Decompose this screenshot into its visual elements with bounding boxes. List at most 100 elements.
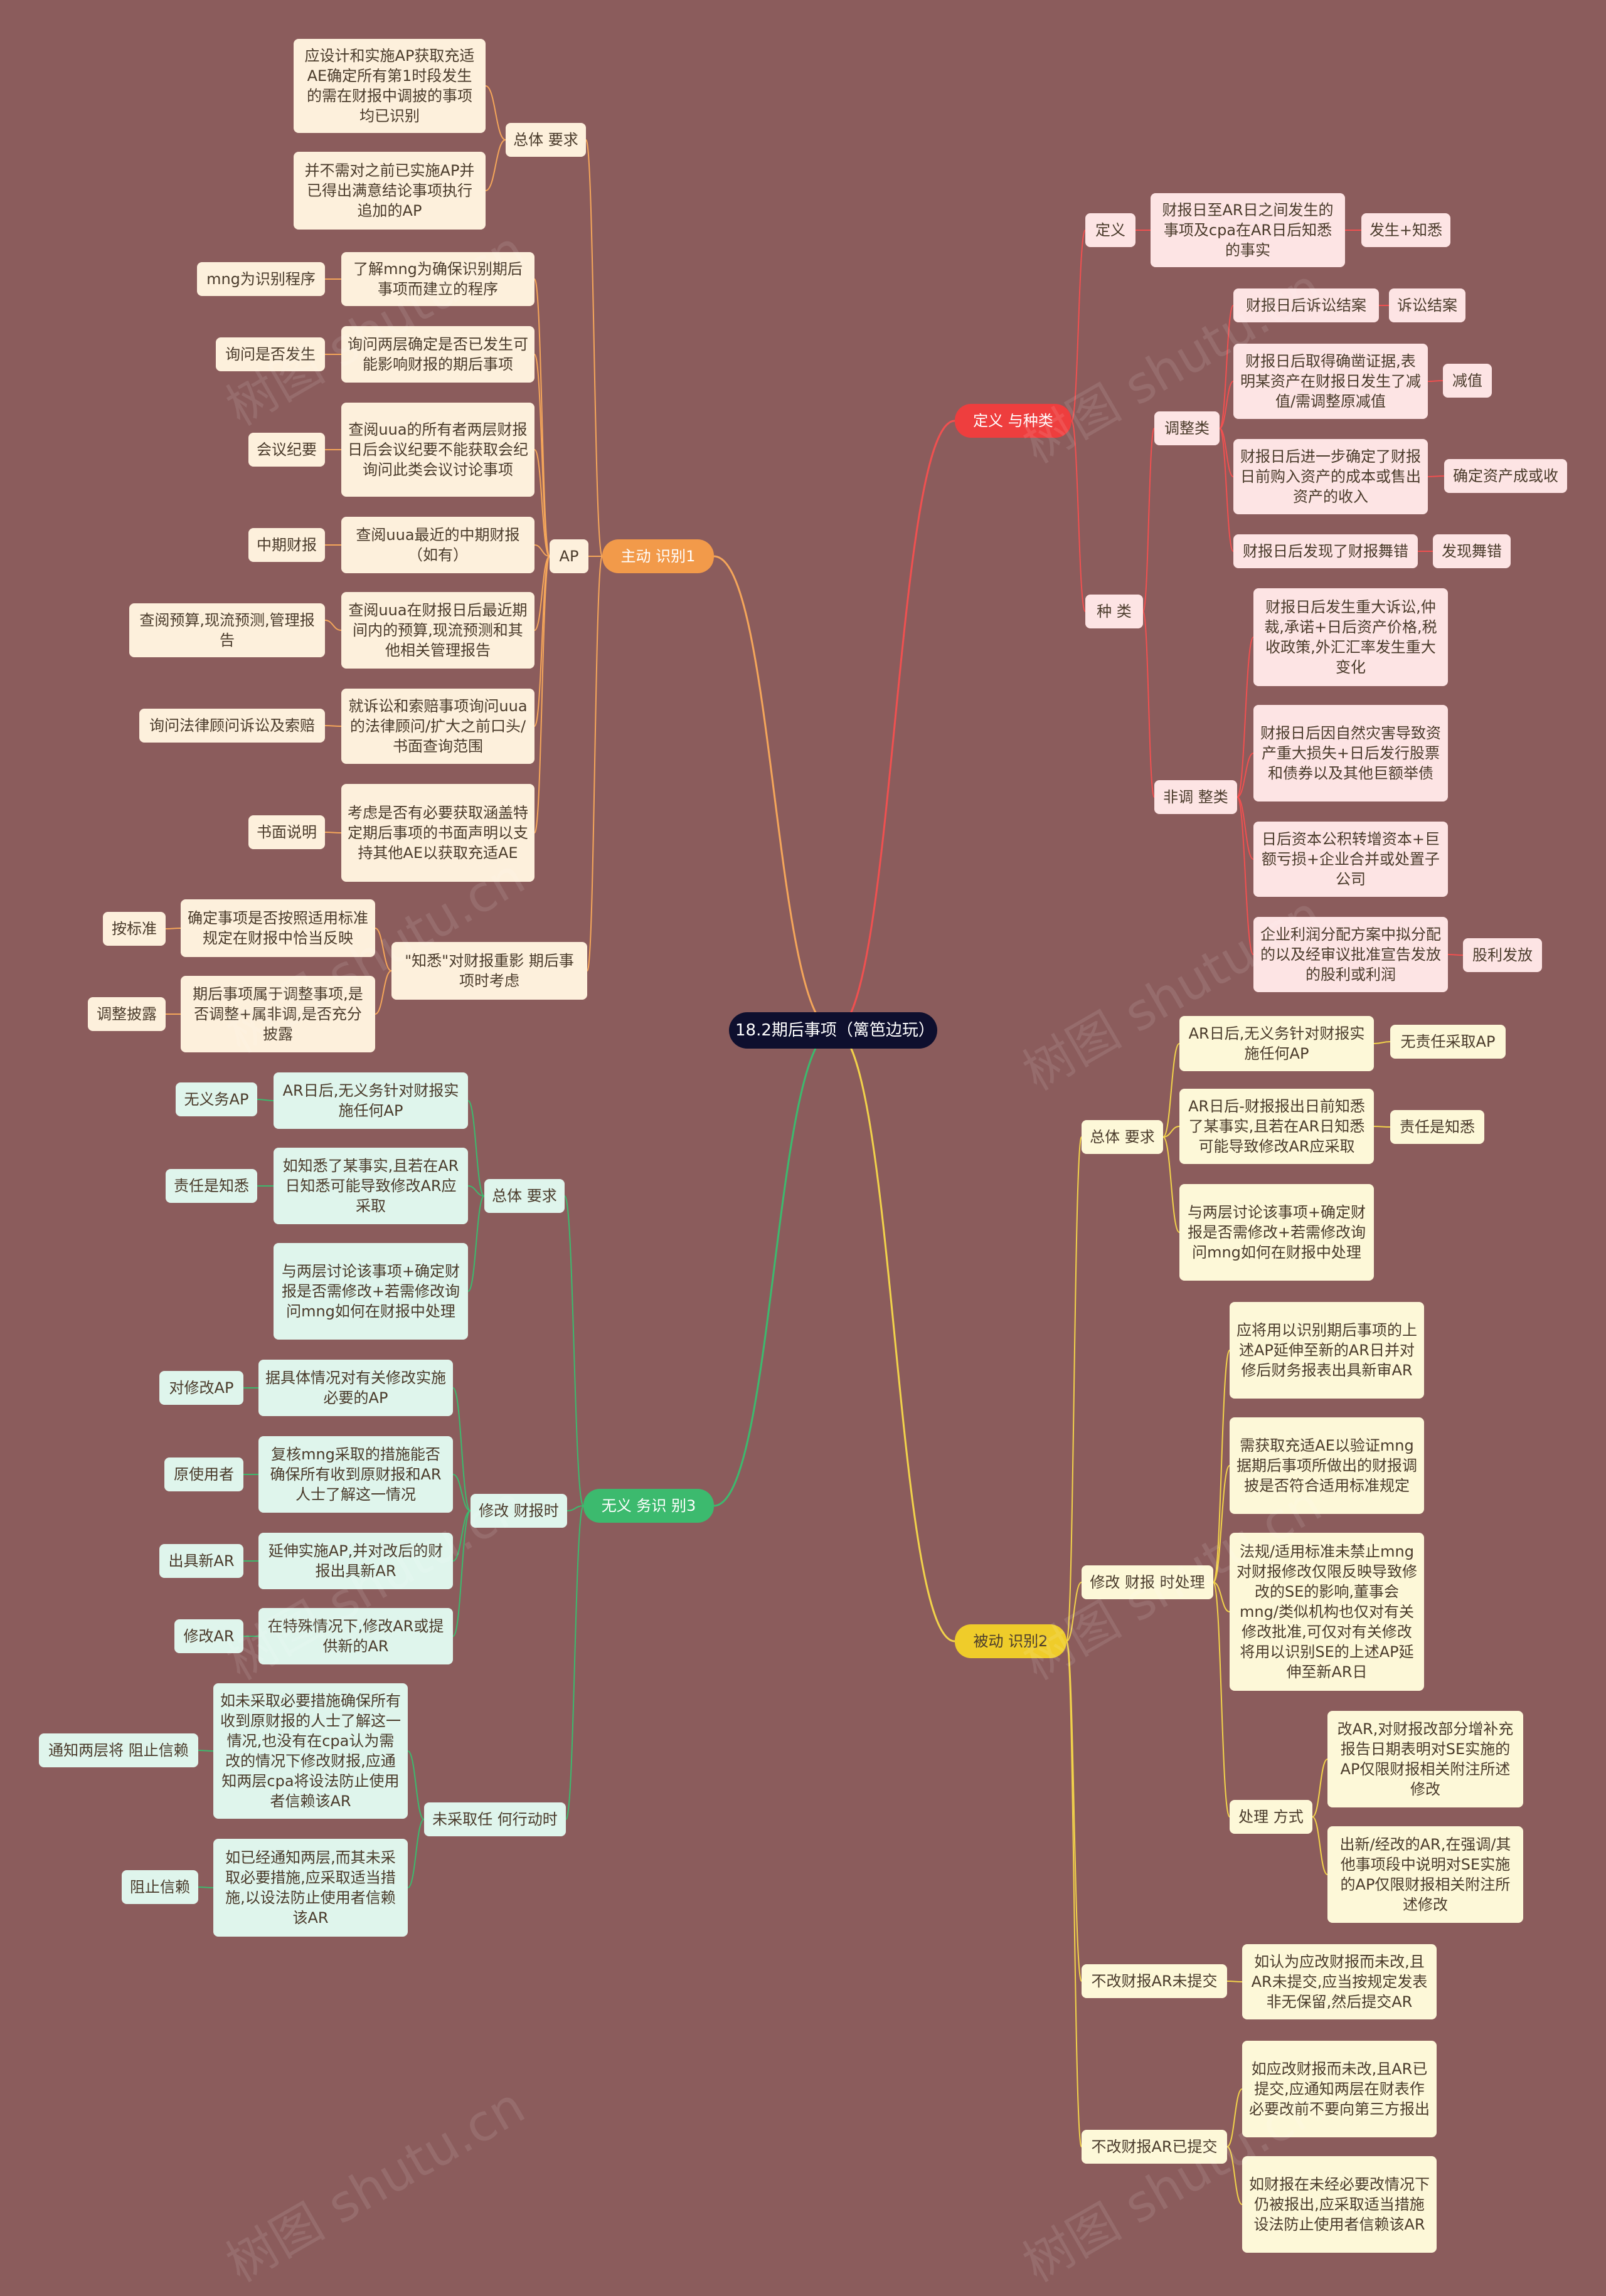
b2-handle[interactable]: 处理 方式: [1230, 1800, 1312, 1834]
b1-ap-item[interactable]: 查阅uua最近的中期财报（如有）: [341, 517, 534, 573]
b1-ap-item[interactable]: 查阅uua在财报日后最近期间内的预算,现流预测和其他相关管理报告: [341, 592, 534, 669]
b1-ap-item[interactable]: 询问两层确定是否已发生可能影响财报的期后事项: [341, 326, 534, 383]
b2-not-modified-unsubmitted[interactable]: 不改财报AR未提交: [1082, 1964, 1227, 1998]
b2-handle-item[interactable]: 出新/经改的AR,在强调/其他事项段中说明对SE实施的AP仅限财报相关附注所述修…: [1327, 1826, 1523, 1923]
connector-line: [1219, 428, 1234, 552]
b3-modify-item[interactable]: 在特殊情况下,修改AR或提供新的AR: [258, 1608, 453, 1664]
connector-line: [1142, 611, 1155, 798]
b2-overall-tag[interactable]: 责任是知悉: [1390, 1110, 1484, 1144]
b4-definition[interactable]: 定义: [1085, 213, 1135, 247]
b2-handle-item[interactable]: 改AR,对财报改部分增补充报告日期表明对SE实施的AP仅限财报相关附注所述修改: [1327, 1711, 1523, 1807]
b4-adjust-tag[interactable]: 诉讼结案: [1389, 288, 1465, 322]
b4-adjust-tag[interactable]: 发现舞错: [1433, 534, 1511, 568]
b1-overall-item[interactable]: 应设计和实施AP获取充适AE确定所有第1时段发生的需在财报中调披的事项均已识别: [294, 39, 486, 133]
b1-ap-item[interactable]: 就诉讼和索赔事项询问uua的法律顾问/扩大之前口头/书面查询范围: [341, 689, 534, 764]
b4-nonadjust-tag[interactable]: 股利发放: [1463, 938, 1542, 972]
b1-ap-item[interactable]: 了解mng为确保识别期后事项而建立的程序: [341, 252, 534, 306]
connector-line: [375, 928, 392, 971]
connector-line: [198, 1750, 214, 1752]
b4-definition-tag[interactable]: 发生+知悉: [1361, 213, 1450, 247]
b4-nonadjust-item[interactable]: 企业利润分配方案中拟分配的以及经审议批准宣告发放的股利或利润: [1253, 917, 1448, 992]
b3-modify[interactable]: 修改 财报时: [471, 1494, 567, 1528]
connector-line: [587, 556, 603, 971]
b2-not-modified-unsubmitted-item[interactable]: 如认为应改财报而未改,且AR未提交,应当按规定发表非无保留,然后提交AR: [1242, 1944, 1437, 2019]
b1-ap-item[interactable]: 查阅uua的所有者两层财报日后会议纪要不能获取会纪询问此类会议讨论事项: [341, 403, 534, 497]
b4-adjust-item[interactable]: 财报日后进一步确定了财报日前购入资产的成本或售出资产的收入: [1233, 439, 1428, 514]
b3-modify-item[interactable]: 复核mng采取的措施能否确保所有收到原财报和AR人士了解这一情况: [258, 1436, 453, 1513]
b2-modify-item[interactable]: 应将用以识别期后事项的上述AP延伸至新的AR日并对修后财务报表出具新审AR: [1230, 1302, 1424, 1399]
b1-ap-tag[interactable]: 询问法律顾问诉讼及索赔: [139, 709, 325, 743]
branch-active-identification[interactable]: 主动 识别1: [602, 539, 714, 573]
b2-overall-tag[interactable]: 无责任采取AP: [1390, 1025, 1506, 1059]
root-topic[interactable]: 18.2期后事项（篱笆边玩）: [729, 1012, 937, 1049]
b4-adjust-tag[interactable]: 确定资产成或收: [1444, 459, 1567, 493]
b1-known-tag[interactable]: 调整披露: [88, 997, 166, 1031]
b3-no-action-tag[interactable]: 阻止信赖: [122, 1870, 198, 1904]
b1-ap-tag[interactable]: 书面说明: [248, 815, 325, 849]
b2-overall-item[interactable]: AR日后-财报报出日前知悉了某事实,且若在AR日知悉可能导致修改AR应采取: [1179, 1089, 1374, 1164]
b1-ap-tag[interactable]: 查阅预算,现流预测,管理报告: [129, 603, 325, 657]
b3-modify-tag[interactable]: 对修改AP: [159, 1371, 243, 1405]
connector-line: [1213, 1582, 1230, 1817]
b3-overall-requirement[interactable]: 总体 要求: [484, 1179, 565, 1213]
b4-adjust-item[interactable]: 财报日后发现了财报舞错: [1233, 534, 1418, 568]
b4-types[interactable]: 种 类: [1085, 595, 1143, 628]
b3-modify-item[interactable]: 延伸实施AP,并对改后的财报出具新AR: [258, 1533, 453, 1589]
b3-modify-item[interactable]: 据具体情况对有关修改实施必要的AP: [258, 1360, 453, 1416]
b4-nonadjust-item[interactable]: 财报日后发生重大诉讼,仲裁,承诺+日后资产价格,税收政策,外汇汇率发生重大变化: [1253, 588, 1448, 686]
b4-definition-text[interactable]: 财报日至AR日之间发生的事项及cpa在AR日后知悉的事实: [1151, 193, 1345, 267]
b1-known-item[interactable]: 期后事项属于调整事项,是否调整+属非调,是否充分披露: [181, 976, 375, 1052]
b3-overall-tag[interactable]: 责任是知悉: [166, 1169, 257, 1203]
b1-overall-requirement[interactable]: 总体 要求: [506, 123, 586, 157]
b4-adjust-tag[interactable]: 减值: [1443, 364, 1492, 398]
b1-ap-tag[interactable]: 中期财报: [248, 528, 325, 562]
b4-nonadjust-item[interactable]: 财报日后因自然灾害导致资产重大损失+日后发行股票和债券以及其他巨额举债: [1253, 705, 1448, 801]
b4-nonadjust-item[interactable]: 日后资本公积转增资本+巨额亏损+企业合并或处置子公司: [1253, 822, 1448, 897]
b3-modify-tag[interactable]: 出具新AR: [159, 1544, 243, 1578]
b2-not-modified-submitted[interactable]: 不改财报AR已提交: [1082, 2130, 1227, 2164]
connector-line: [198, 1886, 214, 1888]
connector-line: [467, 1195, 485, 1292]
b4-non-adjusting[interactable]: 非调 整类: [1154, 780, 1237, 814]
b1-overall-item[interactable]: 并不需对之前已实施AP并已得出满意结论事项执行追加的AP: [294, 152, 486, 230]
branch-no-obligation[interactable]: 无义 务识 别3: [583, 1489, 714, 1523]
b1-ap[interactable]: AP: [550, 539, 588, 573]
b2-modify-item[interactable]: 法规/适用标准未禁止mng对财报修改仅限反映导致修改的SE的影响,董事会mng/…: [1230, 1533, 1424, 1691]
connector-line: [1162, 1043, 1180, 1138]
connector-line: [1066, 1582, 1082, 1642]
b2-modify[interactable]: 修改 财报 时处理: [1082, 1565, 1213, 1599]
b2-overall-requirement[interactable]: 总体 要求: [1082, 1120, 1163, 1154]
b1-ap-item[interactable]: 考虑是否有必要获取涵盖特定期后事项的书面声明以支持其他AE以获取充适AE: [341, 784, 534, 882]
b1-ap-tag[interactable]: mng为识别程序: [197, 262, 325, 296]
b3-no-action-tag[interactable]: 通知两层将 阻止信赖: [39, 1733, 198, 1767]
b3-overall-item[interactable]: AR日后,无义务针对财报实施任何AP: [274, 1072, 468, 1129]
b4-adjusting[interactable]: 调整类: [1154, 411, 1220, 445]
b3-overall-item[interactable]: 与两层讨论该事项+确定财报是否需修改+若需修改询问mng如何在财报中处理: [274, 1243, 468, 1340]
b2-not-modified-submitted-item[interactable]: 如财报在未经必要改情况下仍被报出,应采取适当措施设法防止使用者信赖该AR: [1242, 2156, 1437, 2253]
b3-modify-tag[interactable]: 原使用者: [164, 1457, 243, 1491]
b4-adjust-item[interactable]: 财报日后取得确凿证据,表明某资产在财报日发生了减值/需调整原减值: [1233, 344, 1428, 419]
b3-no-action-item[interactable]: 如已经通知两层,而其未采取必要措施,应采取适当措施,以设法防止使用者信赖该AR: [213, 1839, 408, 1937]
b3-no-action-item[interactable]: 如未采取必要措施确保所有收到原财报的人士了解这一情况,也没有在cpa认为需改的情…: [213, 1683, 408, 1819]
b3-modify-tag[interactable]: 修改AR: [174, 1619, 243, 1653]
b2-not-modified-submitted-item[interactable]: 如应改财报而未改,且AR已提交,应通知两层在财表作必要改前不要向第三方报出: [1242, 2041, 1437, 2137]
b3-no-action[interactable]: 未采取任 何行动时: [424, 1802, 566, 1836]
b1-known-item[interactable]: 确定事项是否按照适用标准规定在财报中恰当反映: [181, 899, 375, 957]
b1-ap-tag[interactable]: 会议纪要: [248, 433, 325, 467]
branch-definition-types[interactable]: 定义 与种类: [955, 404, 1072, 438]
b2-modify-item[interactable]: 需获取充适AE以验证mng据期后事项所做出的财报调披是否符合适用标准规定: [1230, 1417, 1424, 1514]
connector-line: [1312, 1759, 1328, 1817]
b4-adjust-item[interactable]: 财报日后诉讼结案: [1233, 288, 1379, 322]
connector-line: [1213, 1350, 1230, 1583]
connector-line: [1226, 1981, 1243, 1982]
branch-passive-identification[interactable]: 被动 识别2: [955, 1624, 1066, 1658]
b1-ap-tag[interactable]: 询问是否发生: [216, 337, 325, 371]
b3-overall-tag[interactable]: 无义务AP: [176, 1082, 257, 1116]
b2-overall-item[interactable]: AR日后,无义务针对财报实施任何AP: [1179, 1016, 1374, 1071]
connector-line: [1219, 428, 1234, 477]
connector-line: [534, 544, 550, 557]
b1-known-tag[interactable]: 按标准: [103, 912, 166, 946]
b3-overall-item[interactable]: 如知悉了某事实,且若在AR日知悉可能导致修改AR应采取: [274, 1148, 468, 1224]
b2-overall-item[interactable]: 与两层讨论该事项+确定财报是否需修改+若需修改询问mng如何在财报中处理: [1179, 1184, 1374, 1281]
b1-known-consideration[interactable]: "知悉"对财报重影 期后事项时考虑: [391, 942, 587, 1000]
